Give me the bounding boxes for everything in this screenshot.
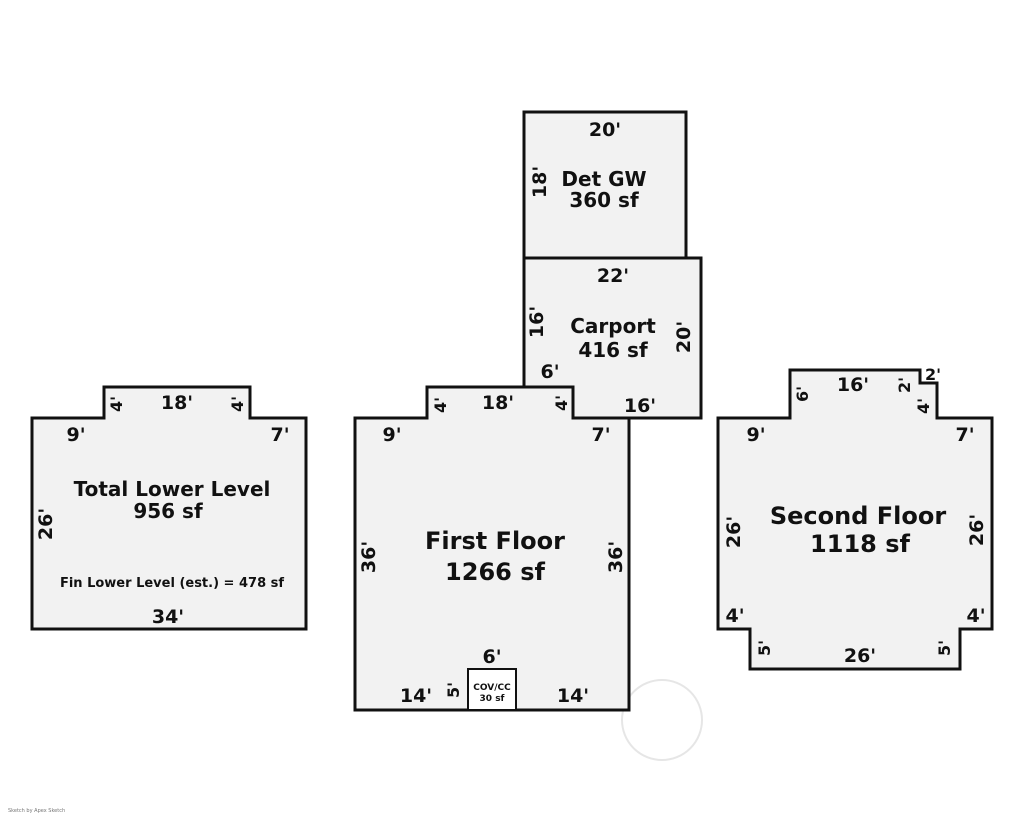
second-floor-dim-notch-left: 6' bbox=[793, 386, 812, 402]
sketch-credit: Sketch by Apex Sketch bbox=[8, 808, 65, 814]
first-floor-area: 1266 sf bbox=[445, 558, 545, 586]
det-gw-area: 360 sf bbox=[569, 188, 639, 212]
watermark-logo bbox=[621, 679, 703, 761]
first-floor-dim-notch-left: 4' bbox=[431, 397, 450, 413]
second-floor-dim-right-top: 7' bbox=[955, 424, 974, 446]
second-floor-dim-left-top: 9' bbox=[746, 424, 765, 446]
lower-level-dim-notch-left: 4' bbox=[107, 396, 126, 412]
carport-area: 416 sf bbox=[578, 338, 648, 362]
second-floor-title: Second Floor bbox=[770, 502, 946, 530]
first-floor-dim-right-top: 7' bbox=[591, 424, 610, 446]
lower-level-outline bbox=[30, 385, 308, 631]
lower-level-dim-notch-right: 4' bbox=[228, 396, 247, 412]
first-floor-dim-top: 18' bbox=[482, 392, 514, 414]
first-floor-dim-left-top: 9' bbox=[382, 424, 401, 446]
second-floor-dim-bottom-right-notch: 5' bbox=[935, 640, 954, 656]
first-floor-porch-label: COV/CC bbox=[473, 683, 511, 693]
second-floor-dim-bottom: 26' bbox=[844, 645, 876, 667]
det-gw-outline bbox=[522, 110, 688, 260]
second-floor-plan: 6' 16' 2' 2' 4' 9' 7' Second Floor 1118 … bbox=[716, 365, 994, 671]
carport-dim-step: 6' bbox=[540, 361, 559, 383]
first-floor-dim-bottom-left: 14' bbox=[400, 685, 432, 707]
first-floor-outline bbox=[353, 385, 631, 712]
first-floor-dim-bottom-right: 14' bbox=[557, 685, 589, 707]
lower-level-note: Fin Lower Level (est.) = 478 sf bbox=[60, 576, 284, 591]
first-floor-dim-right: 36' bbox=[605, 541, 627, 573]
carport-dim-left: 16' bbox=[526, 306, 548, 338]
first-floor-plan: 4' 18' 4' 9' 7' First Floor 1266 sf 36' … bbox=[353, 385, 631, 712]
second-floor-area: 1118 sf bbox=[810, 530, 910, 558]
second-floor-outline bbox=[716, 368, 994, 671]
det-gw-dim-left: 18' bbox=[529, 166, 551, 198]
lower-level-area: 956 sf bbox=[133, 499, 203, 523]
lower-level-title: Total Lower Level bbox=[74, 477, 271, 501]
first-floor-dim-notch-right: 4' bbox=[552, 395, 571, 411]
second-floor-dim-right-bottom: 4' bbox=[966, 605, 985, 627]
second-floor-dim-notch-right: 4' bbox=[914, 398, 933, 414]
second-floor-dim-bump-side: 2' bbox=[895, 377, 914, 393]
second-floor-dim-bottom-left-notch: 5' bbox=[755, 640, 774, 656]
carport-dim-top: 22' bbox=[597, 265, 629, 287]
first-floor-dim-left: 36' bbox=[358, 541, 380, 573]
carport-plan: 22' 16' 20' Carport 416 sf 6' 16' bbox=[522, 256, 703, 420]
first-floor-porch bbox=[467, 668, 517, 711]
first-floor-dim-porch-top: 6' bbox=[482, 646, 501, 668]
lower-level-dim-bottom: 34' bbox=[152, 606, 184, 628]
carport-dim-right: 20' bbox=[673, 321, 695, 353]
det-gw-title: Det GW bbox=[561, 167, 646, 191]
lower-level-plan: 4' 18' 4' 9' 7' Total Lower Level 956 sf… bbox=[30, 385, 308, 631]
first-floor-dim-porch-side: 5' bbox=[444, 682, 463, 698]
lower-level-dim-right-top: 7' bbox=[270, 424, 289, 446]
second-floor-dim-left-bottom: 4' bbox=[725, 605, 744, 627]
second-floor-dim-top: 16' bbox=[837, 374, 869, 396]
det-gw-dim-top: 20' bbox=[589, 119, 621, 141]
lower-level-dim-left: 26' bbox=[35, 508, 57, 540]
carport-title: Carport bbox=[570, 314, 656, 338]
lower-level-dim-top: 18' bbox=[161, 392, 193, 414]
det-gw-plan: 20' 18' Det GW 360 sf bbox=[522, 110, 688, 260]
second-floor-dim-right: 26' bbox=[966, 514, 988, 546]
carport-dim-bottom: 16' bbox=[624, 395, 656, 417]
second-floor-dim-left: 26' bbox=[723, 516, 745, 548]
second-floor-dim-bump-top: 2' bbox=[925, 365, 941, 384]
first-floor-title: First Floor bbox=[425, 527, 565, 555]
first-floor-porch-area: 30 sf bbox=[480, 694, 505, 704]
lower-level-dim-left-top: 9' bbox=[66, 424, 85, 446]
